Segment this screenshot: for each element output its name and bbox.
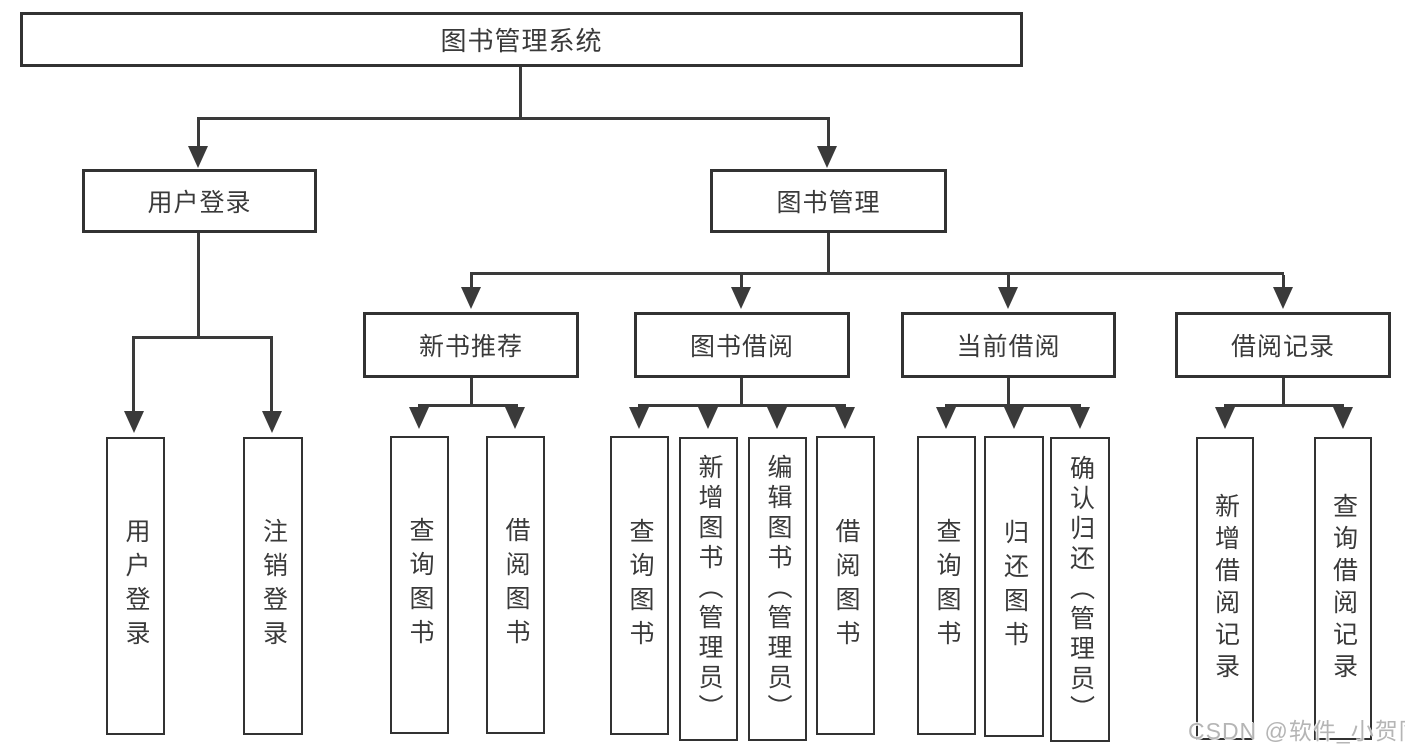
csdn-watermark: CSDN @软件_小贺同学	[1188, 718, 1405, 744]
connector-line	[197, 233, 200, 339]
leaf-borrow-books-1: 借阅图书	[486, 436, 545, 734]
arrowhead-icon	[936, 407, 956, 429]
leaf-edit-book-admin: 编辑图书（管理员）	[748, 437, 807, 741]
connector-line	[1282, 275, 1285, 287]
arrowhead-icon	[767, 407, 787, 429]
arrowhead-icon	[817, 146, 837, 168]
node-root: 图书管理系统	[20, 12, 1023, 67]
node-new-book-recommend: 新书推荐	[363, 312, 579, 378]
arrowhead-icon	[731, 287, 751, 309]
arrowhead-icon	[1333, 407, 1353, 429]
node-book-management: 图书管理	[710, 169, 947, 233]
connector-line	[1224, 404, 1344, 407]
arrowhead-icon	[698, 407, 718, 429]
arrowhead-icon	[1004, 407, 1024, 429]
arrowhead-icon	[1070, 407, 1090, 429]
leaf-logout: 注销登录	[243, 437, 303, 735]
connector-line	[827, 233, 830, 274]
leaf-query-books-2: 查询图书	[610, 436, 669, 735]
leaf-query-books-1: 查询图书	[390, 436, 449, 734]
node-current-borrow: 当前借阅	[901, 312, 1116, 378]
connector-line	[270, 339, 273, 411]
leaf-add-book-admin: 新增图书（管理员）	[679, 437, 738, 741]
arrowhead-icon	[124, 411, 144, 433]
connector-line	[470, 275, 473, 287]
arrowhead-icon	[505, 407, 525, 429]
arrowhead-icon	[1273, 287, 1293, 309]
arrowhead-icon	[188, 146, 208, 168]
leaf-add-borrow-record: 新增借阅记录	[1196, 437, 1254, 740]
arrowhead-icon	[409, 407, 429, 429]
connector-line	[638, 404, 846, 407]
leaf-confirm-return-admin: 确认归还（管理员）	[1050, 437, 1110, 742]
node-borrow-records: 借阅记录	[1175, 312, 1391, 378]
connector-line	[1282, 378, 1285, 407]
connector-line	[197, 117, 830, 120]
connector-line	[519, 67, 522, 120]
connector-line	[470, 378, 473, 407]
connector-line	[1007, 378, 1010, 407]
leaf-query-books-3: 查询图书	[917, 436, 976, 735]
arrowhead-icon	[629, 407, 649, 429]
leaf-borrow-books-2: 借阅图书	[816, 436, 875, 735]
connector-line	[740, 378, 743, 407]
connector-line	[132, 336, 273, 339]
connector-line	[197, 120, 200, 147]
connector-line	[1007, 275, 1010, 287]
arrowhead-icon	[262, 411, 282, 433]
connector-line	[418, 404, 518, 407]
leaf-user-login: 用户登录	[106, 437, 165, 735]
arrowhead-icon	[1215, 407, 1235, 429]
arrowhead-icon	[835, 407, 855, 429]
connector-line	[945, 404, 1081, 407]
connector-line	[132, 339, 135, 411]
connector-line	[740, 275, 743, 287]
leaf-return-book: 归还图书	[984, 436, 1044, 737]
node-user-login: 用户登录	[82, 169, 317, 233]
arrowhead-icon	[461, 287, 481, 309]
node-book-borrow: 图书借阅	[634, 312, 850, 378]
connector-line	[827, 120, 830, 147]
arrowhead-icon	[998, 287, 1018, 309]
connector-line	[470, 272, 1284, 275]
leaf-query-borrow-record: 查询借阅记录	[1314, 437, 1372, 740]
